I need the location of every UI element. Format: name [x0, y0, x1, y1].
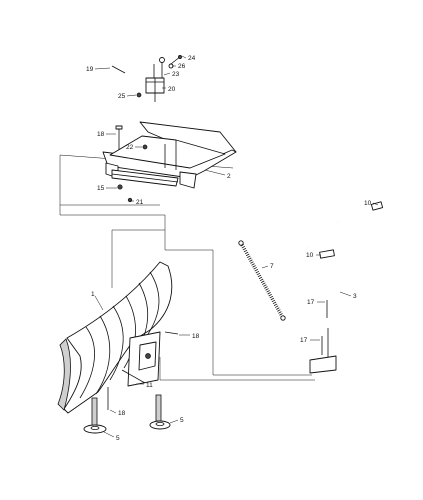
- callout-10-upper: 10: [364, 200, 372, 207]
- callout-17-upper: 17: [307, 299, 315, 306]
- nut-21: [127, 197, 133, 203]
- bolt-25: [136, 92, 142, 98]
- callout-7: 7: [270, 263, 274, 270]
- bolt-18-blade: [164, 331, 179, 335]
- grip-10-lower: [319, 249, 335, 259]
- callout-11: 11: [146, 382, 153, 389]
- callout-19: 19: [86, 66, 94, 73]
- callout-24: 24: [188, 55, 196, 62]
- grip-10-upper: [370, 201, 384, 211]
- lift-handle: [305, 201, 384, 374]
- callout-18-lower: 18: [118, 410, 126, 417]
- callout-26: 26: [178, 63, 186, 70]
- callout-18-blade: 18: [192, 333, 200, 340]
- skid-shoe-left: [83, 397, 107, 434]
- bolt-11: [121, 369, 146, 384]
- callout-25: 25: [118, 93, 126, 100]
- nut-22: [142, 144, 148, 150]
- callout-20: 20: [168, 86, 176, 93]
- callout-1: 1: [91, 291, 95, 298]
- callout-2: 2: [227, 173, 231, 180]
- callout-23: 23: [172, 71, 180, 78]
- washer-15: [117, 184, 123, 190]
- handle-base-plate: [309, 355, 337, 374]
- leader-lines: [94, 55, 379, 438]
- spring-clip: [159, 57, 165, 63]
- callout-10-lower: 10: [306, 252, 314, 259]
- lift-handle-assembly: [111, 55, 182, 102]
- lift-spring: [238, 240, 286, 321]
- plow-blade: [57, 261, 179, 414]
- callout-5-left: 5: [116, 435, 120, 442]
- mounting-frame: [102, 121, 237, 189]
- skid-shoes: [83, 394, 171, 434]
- callout-3: 3: [353, 293, 357, 300]
- callout-22: 22: [126, 144, 134, 151]
- callout-5-right: 5: [180, 417, 184, 424]
- skid-shoe-right: [149, 394, 171, 430]
- callout-labels: 24 26 19 23 20 25 18 22 2 15 21 10 10 7 …: [86, 55, 372, 442]
- callout-15: 15: [97, 185, 105, 192]
- callout-21: 21: [136, 199, 144, 206]
- callout-17-lower: 17: [300, 337, 308, 344]
- callout-18-frame: 18: [97, 131, 105, 138]
- handle-rod: [111, 65, 126, 74]
